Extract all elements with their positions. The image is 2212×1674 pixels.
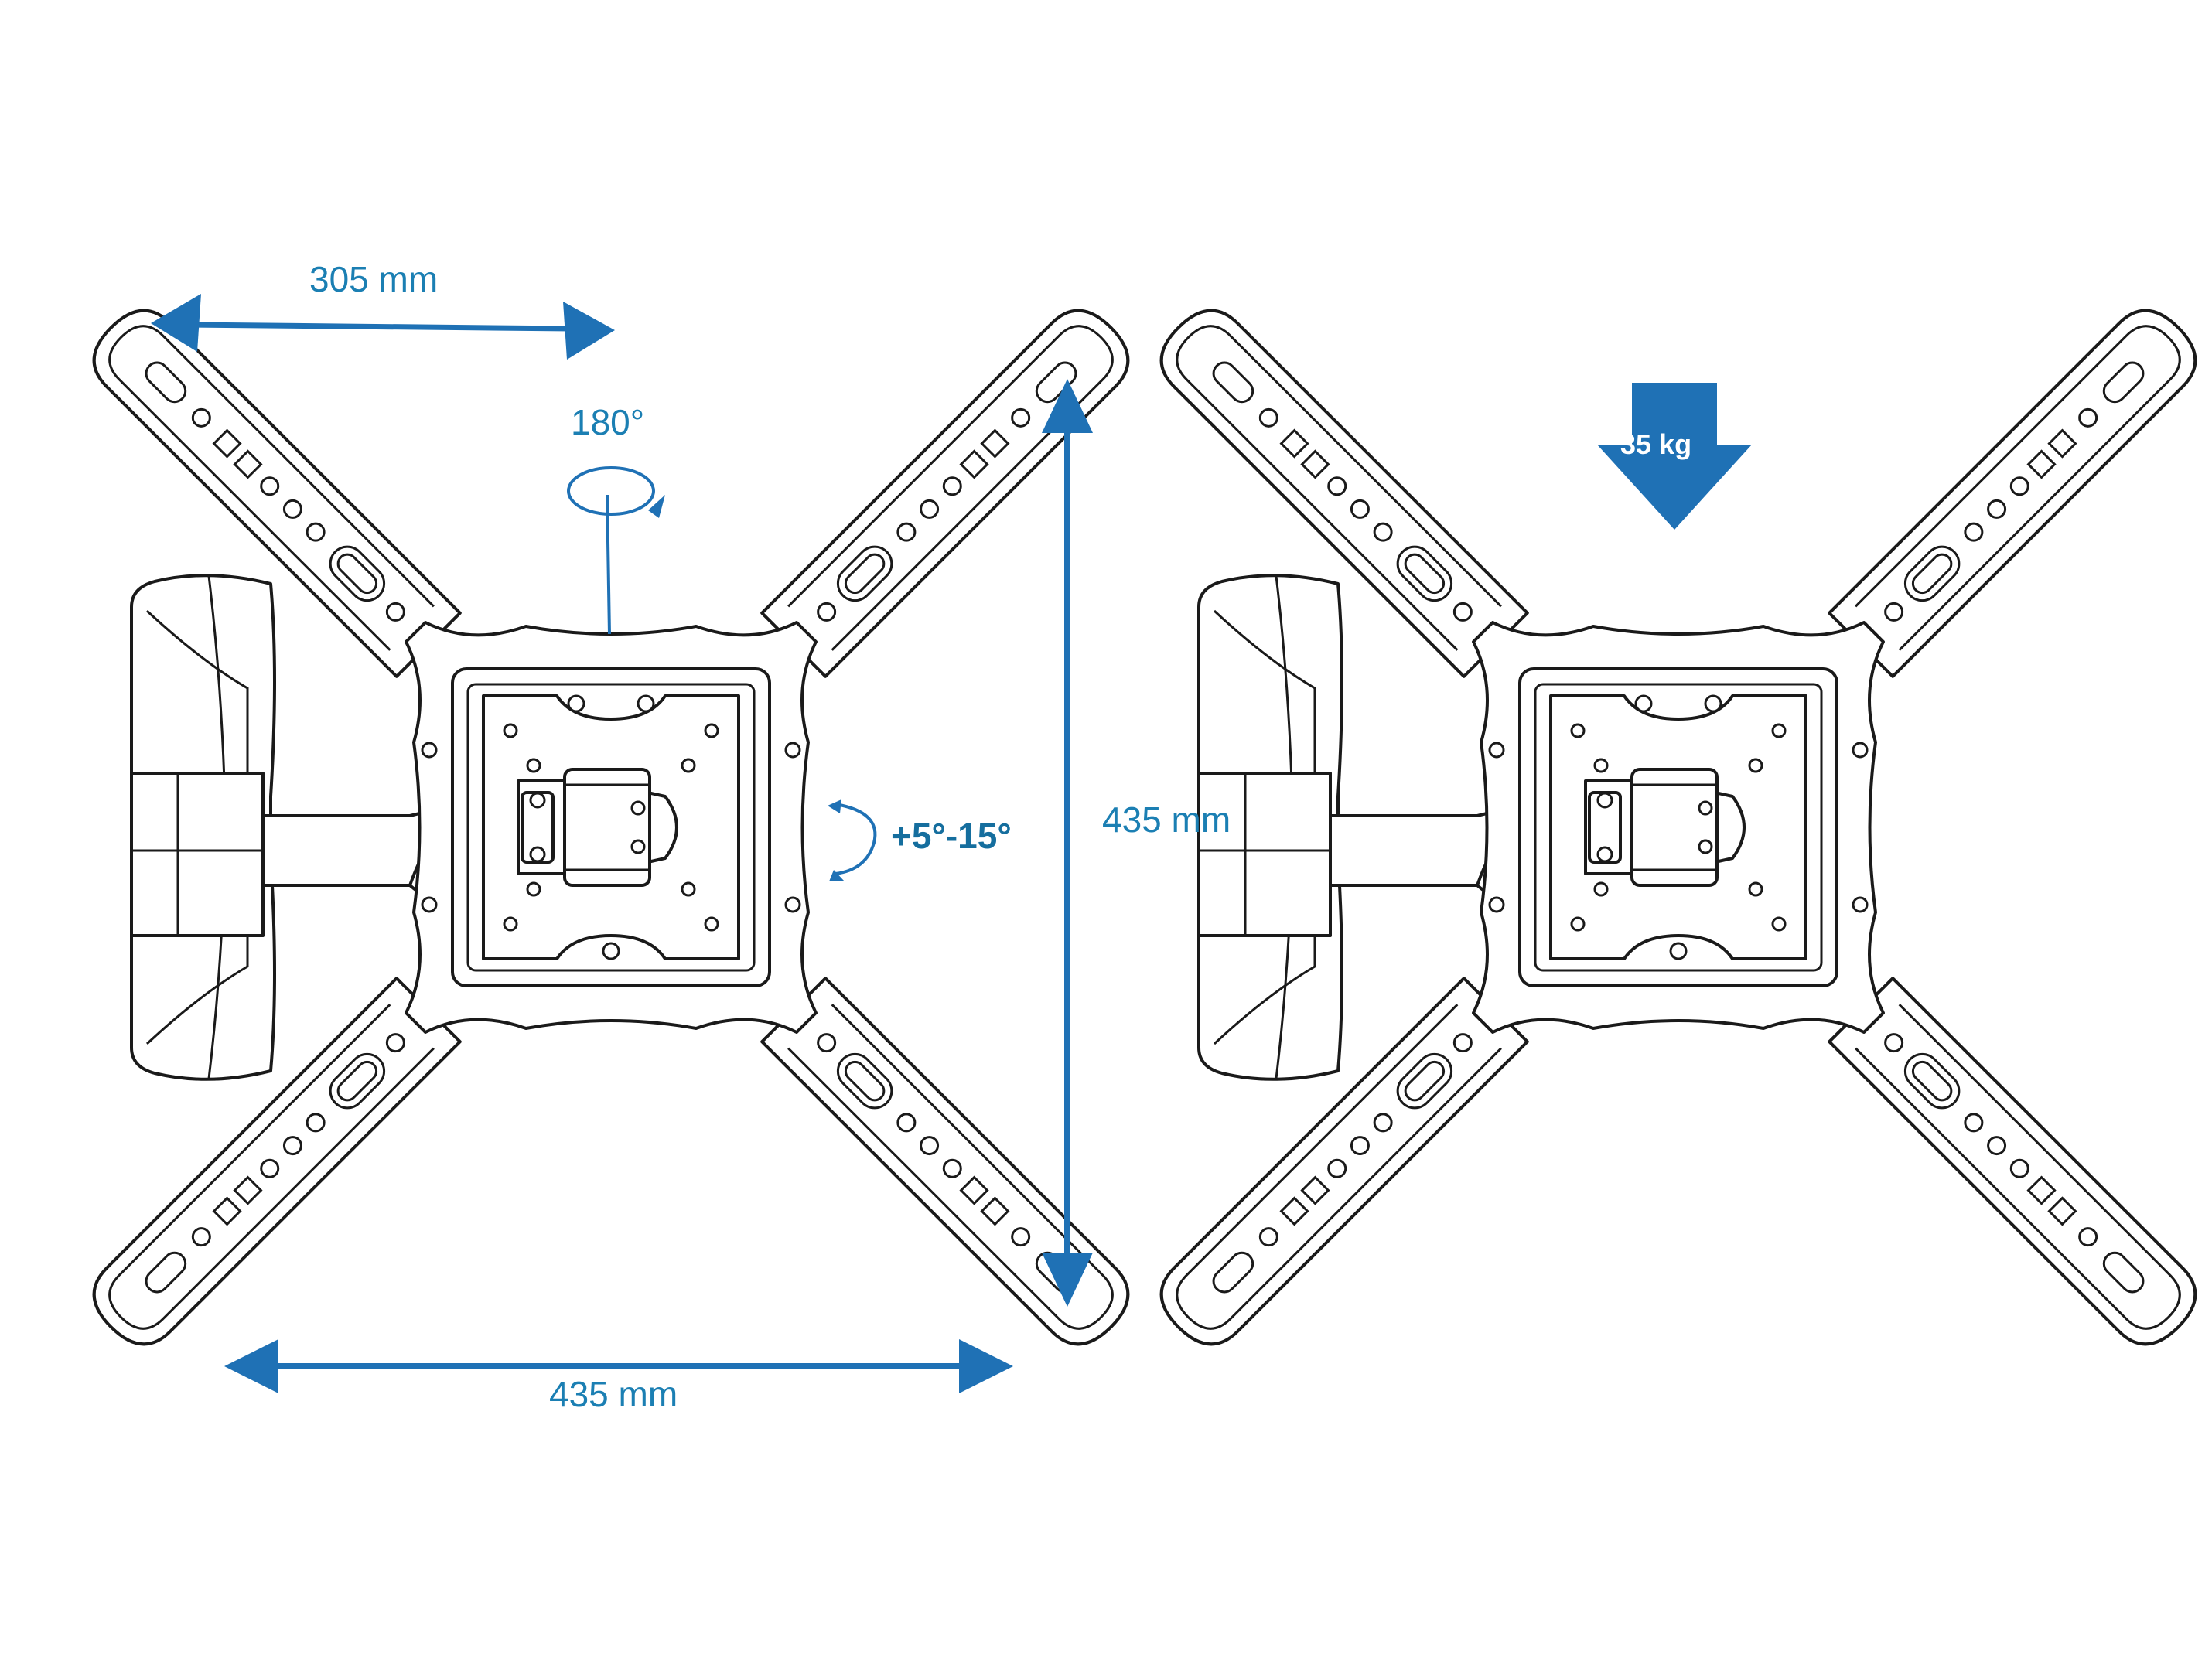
width-305-label: 305 mm xyxy=(309,259,439,299)
tilt-icon xyxy=(828,799,877,881)
width-305-arrow xyxy=(151,294,615,360)
width-435-label: 435 mm xyxy=(549,1374,678,1414)
tilt-label: +5°-15° xyxy=(891,816,1012,856)
load-arrow xyxy=(1597,383,1752,530)
load-label: 35 kg xyxy=(1620,428,1692,460)
rotation-180-icon xyxy=(567,466,665,635)
width-435-arrow xyxy=(224,1339,1013,1393)
rotation-180-label: 180° xyxy=(571,402,645,442)
height-435-label: 435 mm xyxy=(1102,799,1231,840)
height-435-arrow xyxy=(1042,379,1093,1307)
